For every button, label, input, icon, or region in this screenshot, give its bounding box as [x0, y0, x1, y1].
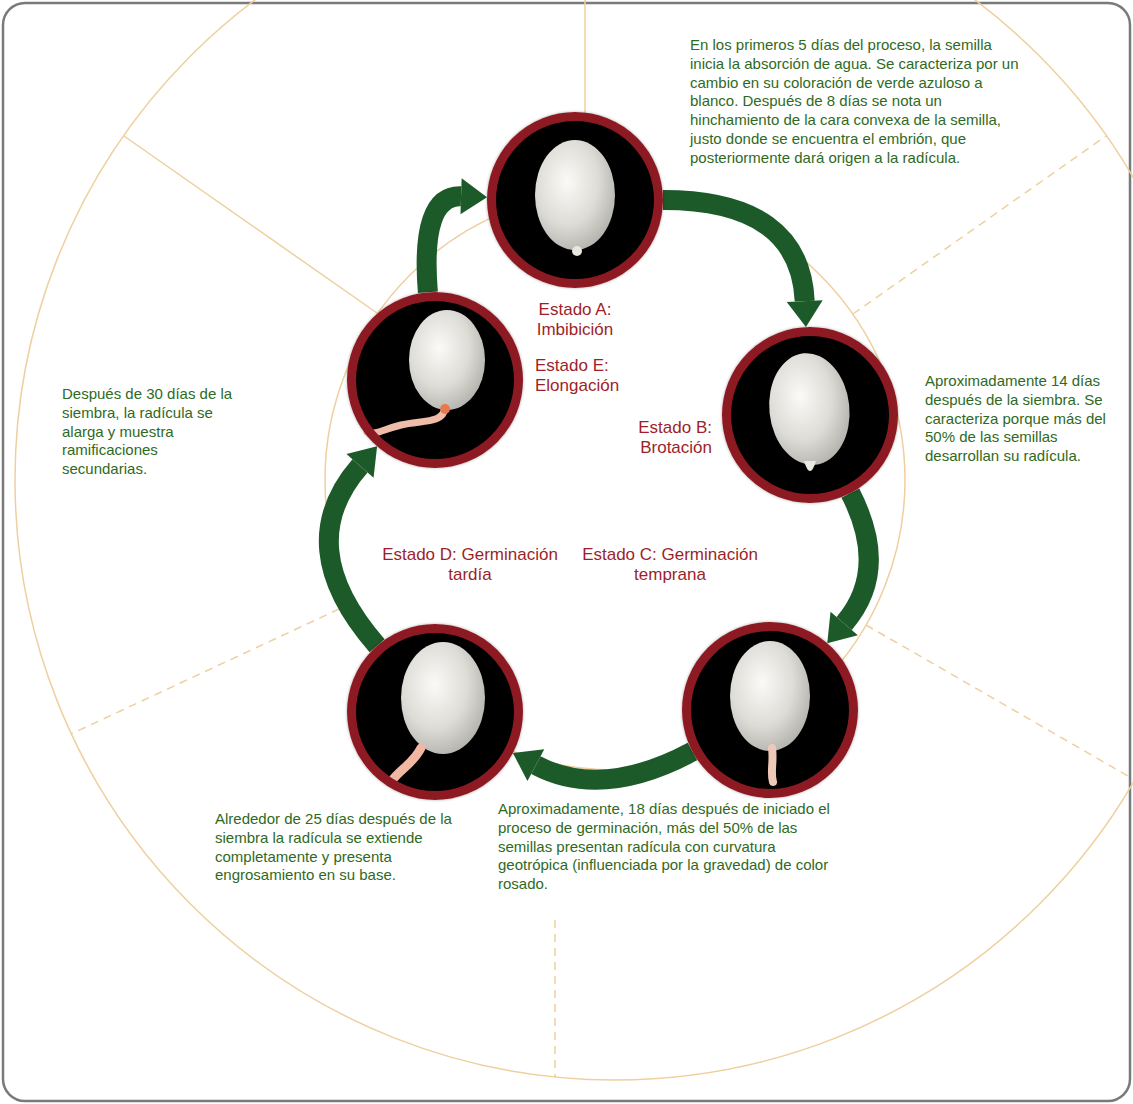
- stage-description: Aproximadamente 14 días después de la si…: [925, 372, 1121, 466]
- cycle-arrow: [827, 493, 868, 643]
- stage-circle: Estado B: Brotación: [722, 327, 898, 503]
- stage-circle: Estado C: Germinación temprana: [682, 622, 858, 798]
- seed-photo-e: [355, 300, 515, 460]
- stage-description: Alrededor de 25 días después de la siemb…: [215, 810, 465, 885]
- stage-label: Estado A: Imbibición: [515, 300, 635, 341]
- cycle-arrow: [513, 749, 693, 781]
- cycle-arrow: [663, 200, 823, 327]
- stage-label: Estado B: Brotación: [602, 418, 712, 459]
- sector-lines: [15, 0, 1133, 1080]
- stage-circle: Estado D: Germinación tardía: [347, 624, 523, 800]
- stage-circle: Estado A: Imbibición: [487, 112, 663, 288]
- cycle-arrow: [427, 178, 487, 292]
- stage-description: En los primeros 5 días del proceso, la s…: [690, 36, 1020, 167]
- cycle-arrow: [329, 446, 377, 645]
- seed-photo-c: [690, 630, 850, 790]
- seed-photo-b: [730, 335, 890, 495]
- stage-description: Después de 30 días de la siembra, la rad…: [62, 385, 242, 479]
- stage-label: Estado D: Germinación tardía: [375, 545, 565, 586]
- stage-label: Estado E: Elongación: [535, 356, 645, 397]
- seed-photo-a: [495, 120, 655, 280]
- stage-description: Aproximadamente, 18 días después de inic…: [498, 800, 833, 894]
- seed-photo-d: [355, 632, 515, 792]
- stage-label: Estado C: Germinación temprana: [575, 545, 765, 586]
- seed-photos: [355, 120, 890, 792]
- stage-circle: Estado E: Elongación: [347, 292, 523, 468]
- frame: [3, 3, 1130, 1101]
